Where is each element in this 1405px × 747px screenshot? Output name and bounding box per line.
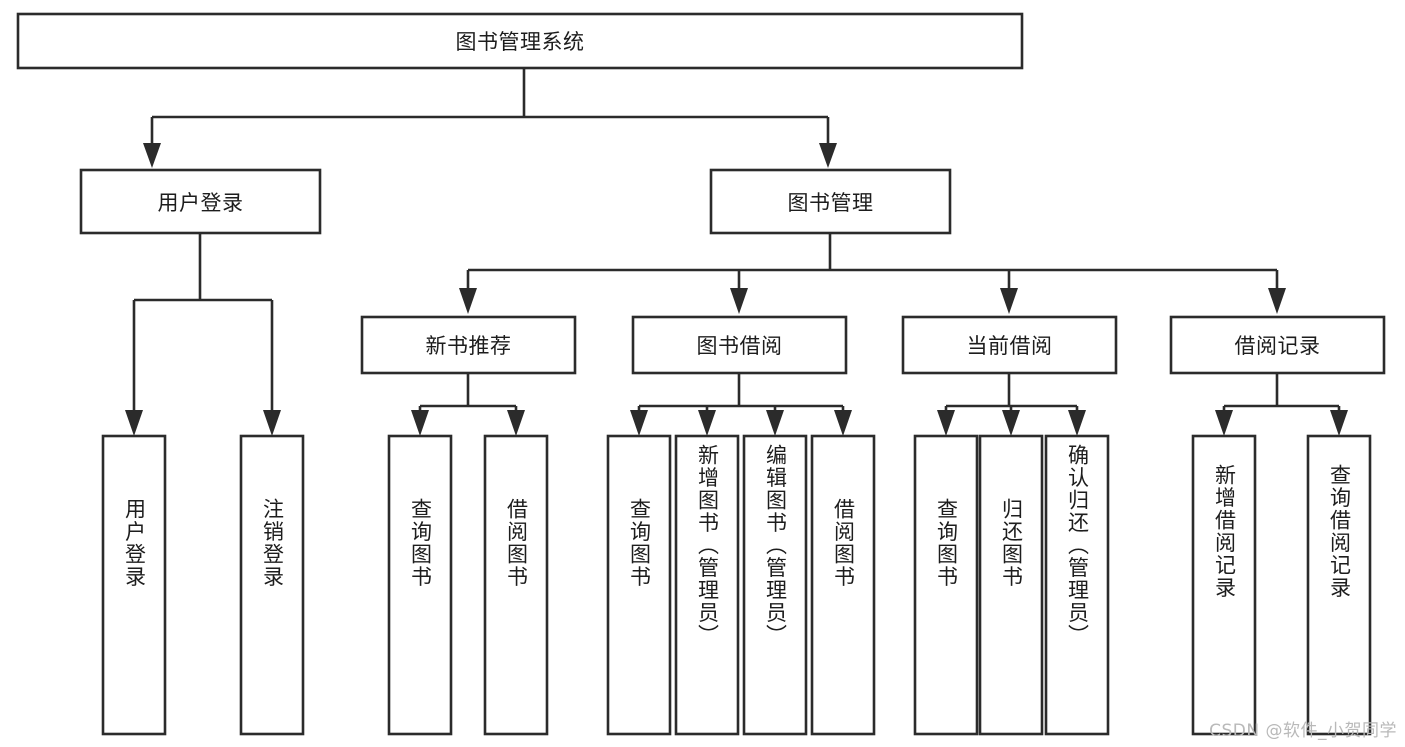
arrowhead-leaf-logout-login: [263, 410, 281, 436]
arrowhead-book-borrow: [730, 288, 748, 314]
arrowhead-leaf-query-record: [1330, 410, 1348, 436]
node-box-leaf-confirm-return[interactable]: [1044, 434, 1110, 736]
arrowhead-book-manage: [819, 143, 837, 168]
arrowhead-leaf-query-book-3: [937, 410, 955, 436]
arrowhead-leaf-query-book-2: [630, 410, 648, 436]
node-box-leaf-query-record[interactable]: [1306, 434, 1372, 736]
node-box-new-book-recommend[interactable]: [360, 315, 577, 375]
arrowhead-leaf-confirm-return: [1068, 410, 1086, 436]
arrowhead-new-book-recommend: [459, 288, 477, 314]
node-box-root[interactable]: [16, 12, 1024, 70]
arrowhead-current-borrow: [1000, 288, 1018, 314]
csdn-watermark: CSDN @软件_小贺同学: [1209, 721, 1397, 741]
node-box-leaf-borrow-book-1[interactable]: [483, 434, 549, 736]
node-box-book-manage[interactable]: [709, 168, 952, 235]
node-box-borrow-record[interactable]: [1169, 315, 1386, 375]
node-box-leaf-add-record[interactable]: [1191, 434, 1257, 736]
node-box-leaf-return-book[interactable]: [978, 434, 1044, 736]
arrowhead-leaf-return-book: [1002, 410, 1020, 436]
arrowhead-leaf-borrow-book-2: [834, 410, 852, 436]
node-box-leaf-query-book-1[interactable]: [387, 434, 453, 736]
node-box-user-login[interactable]: [79, 168, 322, 235]
node-box-leaf-borrow-book-2[interactable]: [810, 434, 876, 736]
arrowhead-leaf-user-login: [125, 410, 143, 436]
node-box-current-borrow[interactable]: [901, 315, 1118, 375]
node-box-leaf-logout-login[interactable]: [239, 434, 305, 736]
arrowhead-leaf-add-record: [1215, 410, 1233, 436]
node-box-leaf-add-book[interactable]: [674, 434, 740, 736]
node-box-leaf-user-login[interactable]: [101, 434, 167, 736]
arrowhead-leaf-add-book: [698, 410, 716, 436]
node-box-leaf-query-book-2[interactable]: [606, 434, 672, 736]
arrowhead-user-login: [143, 143, 161, 168]
arrowhead-leaf-query-book-1: [411, 410, 429, 436]
arrowhead-leaf-borrow-book-1: [507, 410, 525, 436]
node-box-book-borrow[interactable]: [631, 315, 848, 375]
node-box-leaf-edit-book[interactable]: [742, 434, 808, 736]
arrowhead-borrow-record: [1268, 288, 1286, 314]
arrowhead-leaf-edit-book: [766, 410, 784, 436]
node-box-leaf-query-book-3[interactable]: [913, 434, 979, 736]
